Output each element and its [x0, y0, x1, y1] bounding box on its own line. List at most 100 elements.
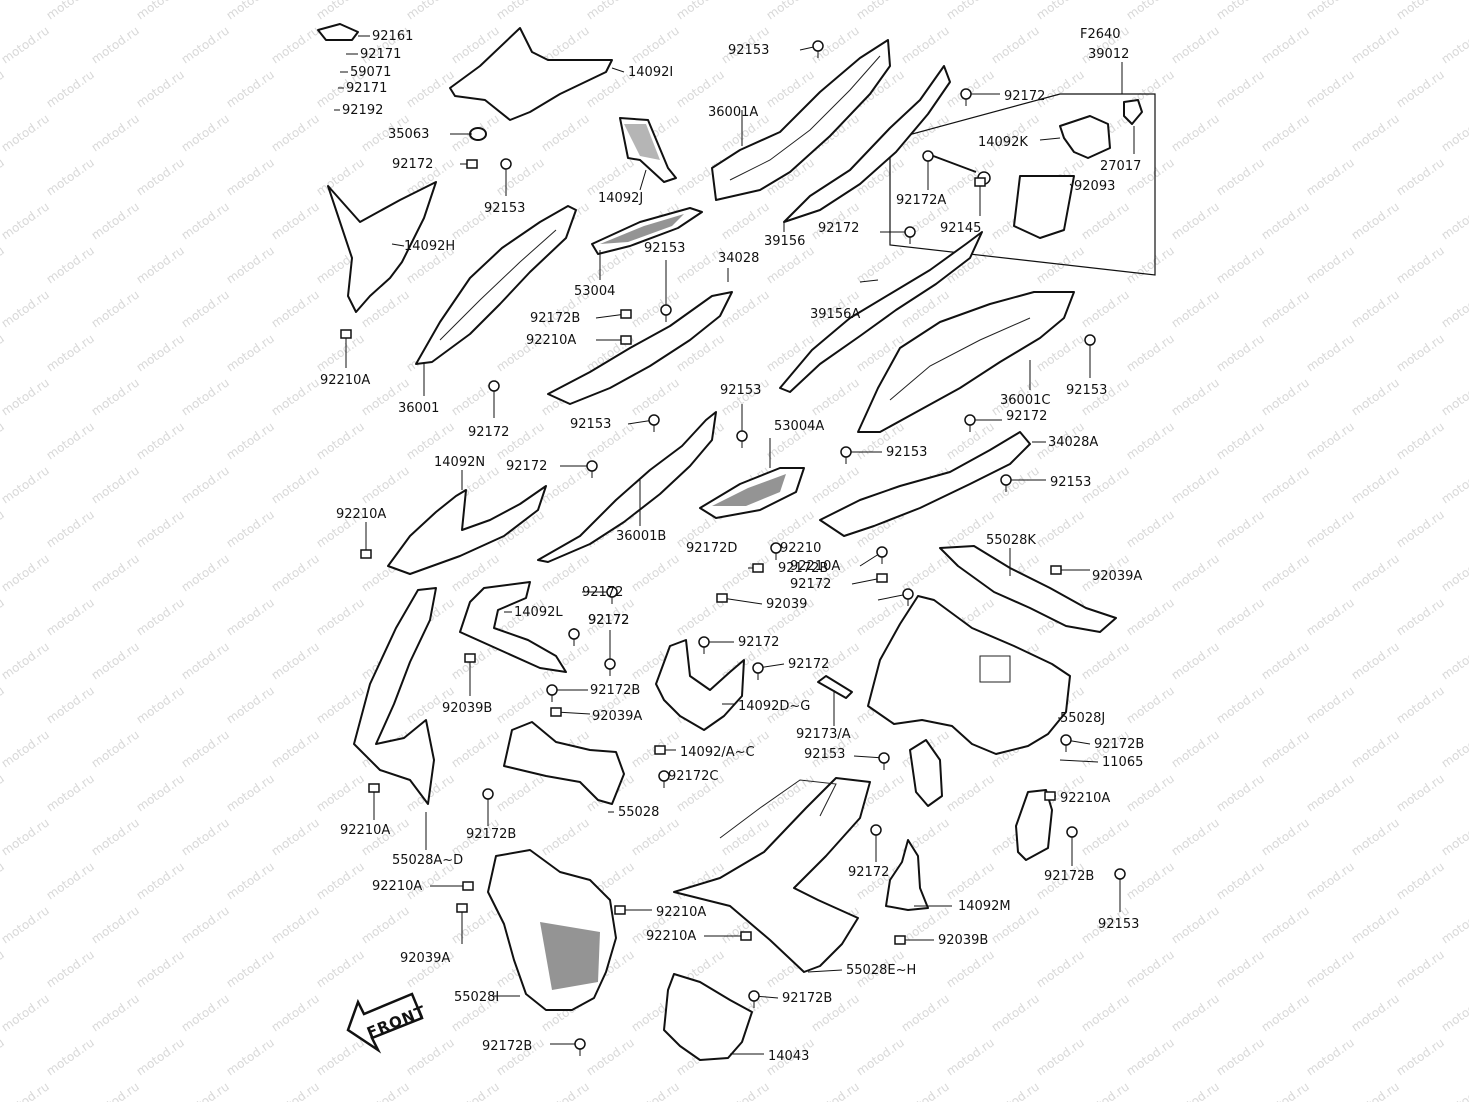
watermark-text: motod.ru	[269, 815, 322, 858]
watermark-text: motod.ru	[0, 111, 52, 154]
side-cover-36001-detail	[439, 229, 557, 341]
front-arrow-shape	[346, 992, 424, 1054]
watermark-text: motod.ru	[44, 0, 97, 22]
cover-55028A-D	[353, 587, 437, 805]
side-cover-36001A-detail	[729, 55, 881, 181]
watermark-text: motod.ru	[1214, 67, 1267, 110]
part-number-label: 92172	[738, 635, 779, 650]
watermark-text: motod.ru	[1079, 991, 1132, 1034]
panel-55028K	[939, 545, 1117, 633]
part-number-label: 92210A	[340, 823, 390, 838]
watermark-text: motod.ru	[314, 771, 367, 814]
watermark-text: motod.ru	[224, 771, 277, 814]
bolt-icon	[606, 586, 618, 604]
clip-icon	[456, 903, 468, 913]
watermark-text: motod.ru	[1304, 947, 1357, 990]
bolt-icon	[1066, 826, 1078, 844]
watermark-text: motod.ru	[89, 815, 142, 858]
part-number-label: 27017	[1100, 159, 1141, 174]
part-number-label: 92172	[582, 585, 623, 600]
watermark-text: motod.ru	[1304, 67, 1357, 110]
part-number-label: 92153	[1066, 383, 1107, 398]
cover-55028E-H-detail	[719, 779, 837, 839]
watermark-text: motod.ru	[0, 23, 52, 66]
watermark-text: motod.ru	[1259, 111, 1312, 154]
part-number-label: 55028E~H	[846, 963, 916, 978]
watermark-text: motod.ru	[1259, 551, 1312, 594]
watermark-text: motod.ru	[404, 67, 457, 110]
part-number-label: 92172C	[668, 769, 718, 784]
watermark-text: motod.ru	[1304, 331, 1357, 374]
watermark-text: motod.ru	[1169, 903, 1222, 946]
part-number-label: 92172A	[896, 193, 946, 208]
watermark-text: motod.ru	[224, 683, 277, 726]
inner-cover-55028J-detail	[979, 655, 1011, 683]
strip-92173A	[817, 675, 853, 699]
watermark-text: motod.ru	[0, 903, 52, 946]
cover-14092L	[459, 581, 567, 673]
parts-layer	[317, 23, 1143, 1061]
part-number-label: 92172	[588, 613, 629, 628]
part-number-label: 92172	[788, 657, 829, 672]
part-number-label: 11065	[1102, 755, 1143, 770]
part-number-label: 92153	[728, 43, 769, 58]
watermark-text: motod.ru	[1394, 0, 1447, 22]
part-number-label: 92172	[1004, 89, 1045, 104]
watermark-text: motod.ru	[269, 23, 322, 66]
watermark-text: motod.ru	[1259, 463, 1312, 506]
watermark-text: motod.ru	[134, 771, 187, 814]
watermark-text: motod.ru	[179, 463, 232, 506]
watermark-text: motod.ru	[944, 0, 997, 22]
watermark-text: motod.ru	[629, 551, 682, 594]
watermark-text: motod.ru	[0, 727, 52, 770]
watermark-text: motod.ru	[1079, 815, 1132, 858]
part-number-label: 92172B	[778, 561, 828, 576]
bolt-icon	[964, 414, 976, 432]
watermark-text: motod.ru	[1169, 23, 1222, 66]
panel-34028	[547, 291, 733, 405]
watermark-text: motod.ru	[1124, 243, 1177, 286]
watermark-text: motod.ru	[944, 859, 997, 902]
part-number-label: 92172	[848, 865, 889, 880]
watermark-text: motod.ru	[0, 1035, 7, 1078]
cover-55028I-grill	[540, 922, 600, 990]
watermark-text: motod.ru	[1394, 243, 1447, 286]
watermark-text: motod.ru	[0, 595, 7, 638]
duct-92093	[1013, 175, 1075, 239]
watermark-text: motod.ru	[809, 375, 862, 418]
part-number-label: 36001	[398, 401, 439, 416]
watermark-text: motod.ru	[89, 551, 142, 594]
part-number-label: 92153	[644, 241, 685, 256]
watermark-text: motod.ru	[674, 67, 727, 110]
watermark-text: motod.ru	[134, 419, 187, 462]
watermark-text: motod.ru	[224, 859, 277, 902]
watermark-text: motod.ru	[89, 991, 142, 1034]
clip-icon	[614, 905, 626, 915]
watermark-text: motod.ru	[0, 287, 52, 330]
part-number-label: 53004A	[774, 419, 824, 434]
part-number-label: 55028	[618, 805, 659, 820]
part-number-label: 92173/A	[796, 727, 851, 742]
watermark-text: motod.ru	[89, 639, 142, 682]
watermark-text: motod.ru	[359, 903, 412, 946]
clip-icon	[464, 653, 476, 663]
clip-icon	[740, 931, 752, 941]
watermark-text: motod.ru	[1034, 947, 1087, 990]
watermark-text: motod.ru	[1124, 0, 1177, 22]
bolt-icon	[812, 40, 824, 58]
part-number-label: 92172	[506, 459, 547, 474]
watermark-text: motod.ru	[1124, 331, 1177, 374]
fasteners	[340, 40, 1126, 1056]
diagram-code: F2640	[1080, 27, 1121, 42]
watermark-text: motod.ru	[674, 0, 727, 22]
watermark-text: motod.ru	[179, 903, 232, 946]
bolt-icon	[770, 542, 782, 560]
part-number-label: 92172B	[1044, 869, 1094, 884]
part-number-label: 92039A	[592, 709, 642, 724]
watermark-text: motod.ru	[1124, 859, 1177, 902]
part-number-label: 36001C	[1000, 393, 1050, 408]
watermark-text: motod.ru	[1214, 331, 1267, 374]
bolt-icon	[960, 88, 972, 106]
part-number-label: 14092M	[958, 899, 1011, 914]
watermark-text: motod.ru	[0, 331, 7, 374]
